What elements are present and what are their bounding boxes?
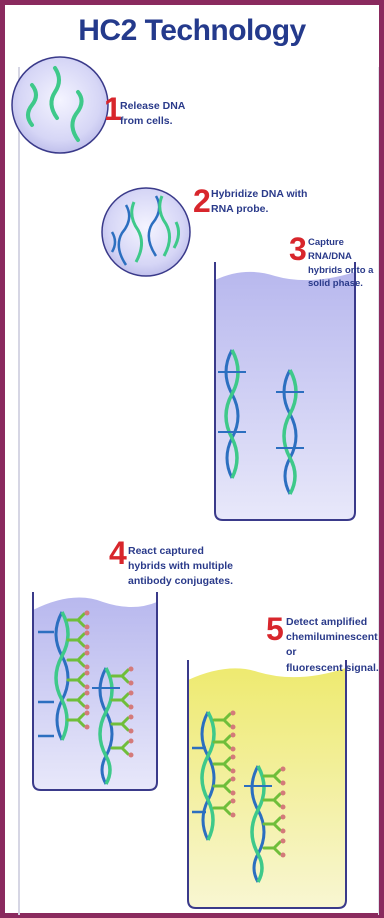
- step-5-text: Detect amplified chemiluminescent or flu…: [286, 615, 384, 676]
- step-4-line-2: hybrids with multiple: [128, 559, 233, 574]
- step-2-text: Hybridize DNA with RNA probe.: [211, 187, 307, 217]
- step-3-line-2: hybrids onto a: [308, 264, 384, 278]
- step-5-line-2: chemiluminescent or: [286, 630, 384, 660]
- step-4-number: 4: [109, 537, 127, 569]
- step-3-text: Capture RNA/DNA hybrids onto a solid pha…: [308, 236, 384, 291]
- step-2-line-1: Hybridize DNA with: [211, 187, 307, 202]
- step-2-number: 2: [193, 185, 211, 217]
- step-3-line-1: Capture RNA/DNA: [308, 236, 384, 264]
- step-4-line-1: React captured: [128, 544, 233, 559]
- step-5-line-1: Detect amplified: [286, 615, 384, 630]
- step-1-line-1: Release DNA: [120, 99, 185, 114]
- cell-circle-1: [12, 57, 108, 153]
- beaker-4: [33, 592, 157, 790]
- step-5-line-3: fluorescent signal.: [286, 661, 384, 676]
- step-1-text: Release DNA from cells.: [120, 99, 185, 129]
- step-1-line-2: from cells.: [120, 114, 185, 129]
- step-4-text: React captured hybrids with multiple ant…: [128, 544, 233, 590]
- step-3-line-3: solid phase.: [308, 277, 384, 291]
- step-3-number: 3: [289, 233, 307, 265]
- step-4-line-3: antibody conjugates.: [128, 574, 233, 589]
- beaker-3: [215, 262, 355, 520]
- step-5-number: 5: [266, 613, 284, 645]
- step-2-line-2: RNA probe.: [211, 202, 307, 217]
- beaker-5: [188, 660, 346, 908]
- cell-circle-2: [102, 188, 190, 276]
